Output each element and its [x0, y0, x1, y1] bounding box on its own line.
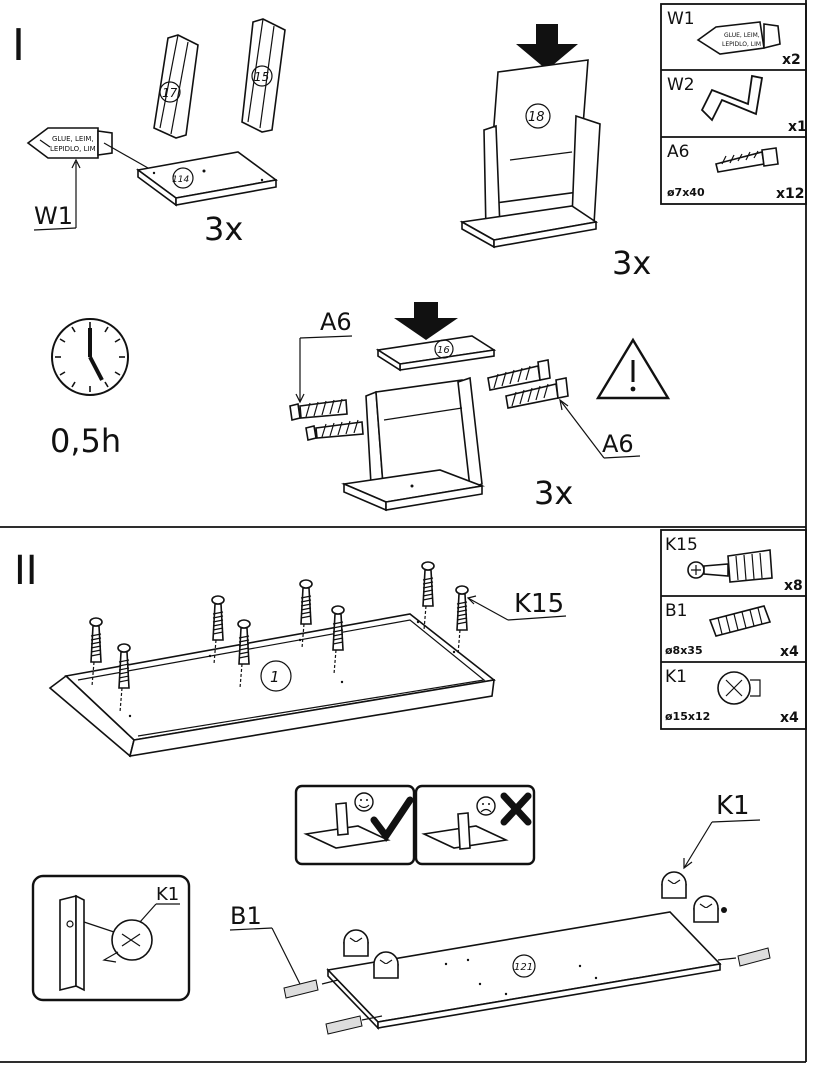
parts-box-2-size-2: ø15x12	[665, 710, 710, 723]
step-number-two: II	[14, 548, 38, 594]
cam-bolt-4	[237, 619, 251, 689]
cam-bolt-3	[211, 595, 225, 665]
screw-left-top	[289, 398, 348, 421]
svg-text:GLUE, LEIM,: GLUE, LEIM,	[724, 32, 760, 39]
cam-lock-k1-icon	[717, 671, 761, 705]
glue-arrow	[103, 142, 149, 169]
cam-bolt-8	[455, 585, 469, 655]
panel-121: 121	[326, 911, 722, 1030]
parts-box-2-qty-0: x8	[784, 578, 803, 594]
part-label-121: 121	[514, 962, 533, 973]
panel-15: 15	[241, 18, 286, 133]
svg-text:LEPIDLO, LIM: LEPIDLO, LIM	[722, 41, 761, 48]
panel-18-assembly: 18	[459, 59, 601, 249]
screw-right-top	[487, 359, 551, 391]
label-b1: B1	[230, 902, 262, 930]
parts-box-1: W1 x2 GLUE, LEIM, LEPIDLO, LIM W2 x1 A6 …	[660, 3, 807, 205]
parts-box-2-code-0: K15	[665, 535, 698, 555]
down-arrow-icon	[516, 24, 578, 70]
panel-1: 1	[48, 613, 496, 758]
parts-box-2-code-1: B1	[665, 601, 687, 621]
happy-face-icon	[354, 792, 374, 812]
parts-box-1-code-1: W2	[667, 75, 695, 95]
part-label-18: 18	[528, 110, 545, 125]
panel-17: 17	[153, 34, 199, 139]
dowel-b1-icon	[708, 605, 772, 637]
screw-a6-icon	[715, 147, 779, 173]
label-w1: W1	[34, 202, 73, 230]
parts-box-1-code-0: W1	[667, 9, 695, 29]
down-arrow-icon-2	[394, 302, 458, 340]
part-label-16: 16	[437, 345, 450, 356]
parts-box-2-code-2: K1	[665, 667, 687, 687]
quantity-3x-b: 3x	[612, 244, 651, 282]
cam-lock-detail	[31, 874, 191, 1002]
part-label-114: 114	[172, 175, 189, 185]
screw-left-bottom	[305, 419, 364, 441]
cross-mark-icon	[500, 792, 532, 826]
part-label-17: 17	[162, 86, 178, 100]
cam-bolt-6	[331, 605, 345, 675]
glue-bottle-icon: GLUE, LEIM, LEPIDLO, LIM	[26, 127, 113, 159]
parts-box-2-size-1: ø8x35	[665, 644, 703, 657]
parts-box-2-qty-1: x4	[780, 644, 799, 660]
box-frame-assembly	[341, 376, 486, 512]
label-k1-detail: K1	[156, 884, 179, 905]
cam-bolts-k15	[89, 561, 469, 713]
glue-label-line1: GLUE, LEIM,	[52, 135, 94, 143]
parts-box-2-qty-2: x4	[780, 710, 799, 726]
cam-bolt-1	[89, 617, 103, 687]
cam-bolt-2	[117, 643, 131, 713]
label-k15: K15	[514, 589, 564, 619]
panel-114: 114	[136, 151, 278, 207]
part-label-1: 1	[270, 668, 280, 686]
glue-bottle-small-icon: GLUE, LEIM, LEPIDLO, LIM	[696, 21, 781, 55]
warning-icon	[595, 337, 671, 400]
cam-bolt-5	[299, 579, 313, 649]
parts-box-2: K15 x8 B1 ø8x35 x4 K1 ø15x12 x4	[660, 529, 807, 730]
cam-locks-k1	[343, 871, 727, 979]
parts-box-1-code-2: A6	[667, 142, 689, 162]
quantity-3x-c: 3x	[534, 474, 573, 512]
label-k1-right: K1	[716, 791, 750, 821]
allen-key-icon	[700, 74, 764, 122]
glue-label-line2: LEPIDLO, LIM	[50, 145, 96, 153]
cam-bolt-7	[421, 561, 435, 631]
sad-face-icon	[476, 796, 496, 816]
step-number-one: I	[12, 20, 25, 71]
correct-incorrect-guide	[294, 784, 536, 866]
parts-box-1-qty-1: x1	[788, 119, 807, 135]
parts-box-1-size-2: ø7x40	[667, 186, 705, 199]
label-a6-top: A6	[320, 308, 352, 336]
assembly-time: 0,5h	[50, 422, 121, 460]
screw-right-bottom	[505, 377, 569, 409]
panel-16: 16	[375, 335, 497, 372]
part-label-15: 15	[254, 70, 269, 84]
parts-box-1-qty-0: x2	[782, 52, 801, 68]
dowels-b1	[283, 947, 771, 1035]
quantity-3x-a: 3x	[204, 210, 243, 248]
cam-bolt-k15-icon	[687, 549, 773, 583]
clock-icon	[51, 318, 129, 396]
label-a6-right: A6	[602, 430, 634, 458]
checkmark-icon	[370, 796, 414, 843]
parts-box-1-qty-2: x12	[776, 186, 805, 202]
